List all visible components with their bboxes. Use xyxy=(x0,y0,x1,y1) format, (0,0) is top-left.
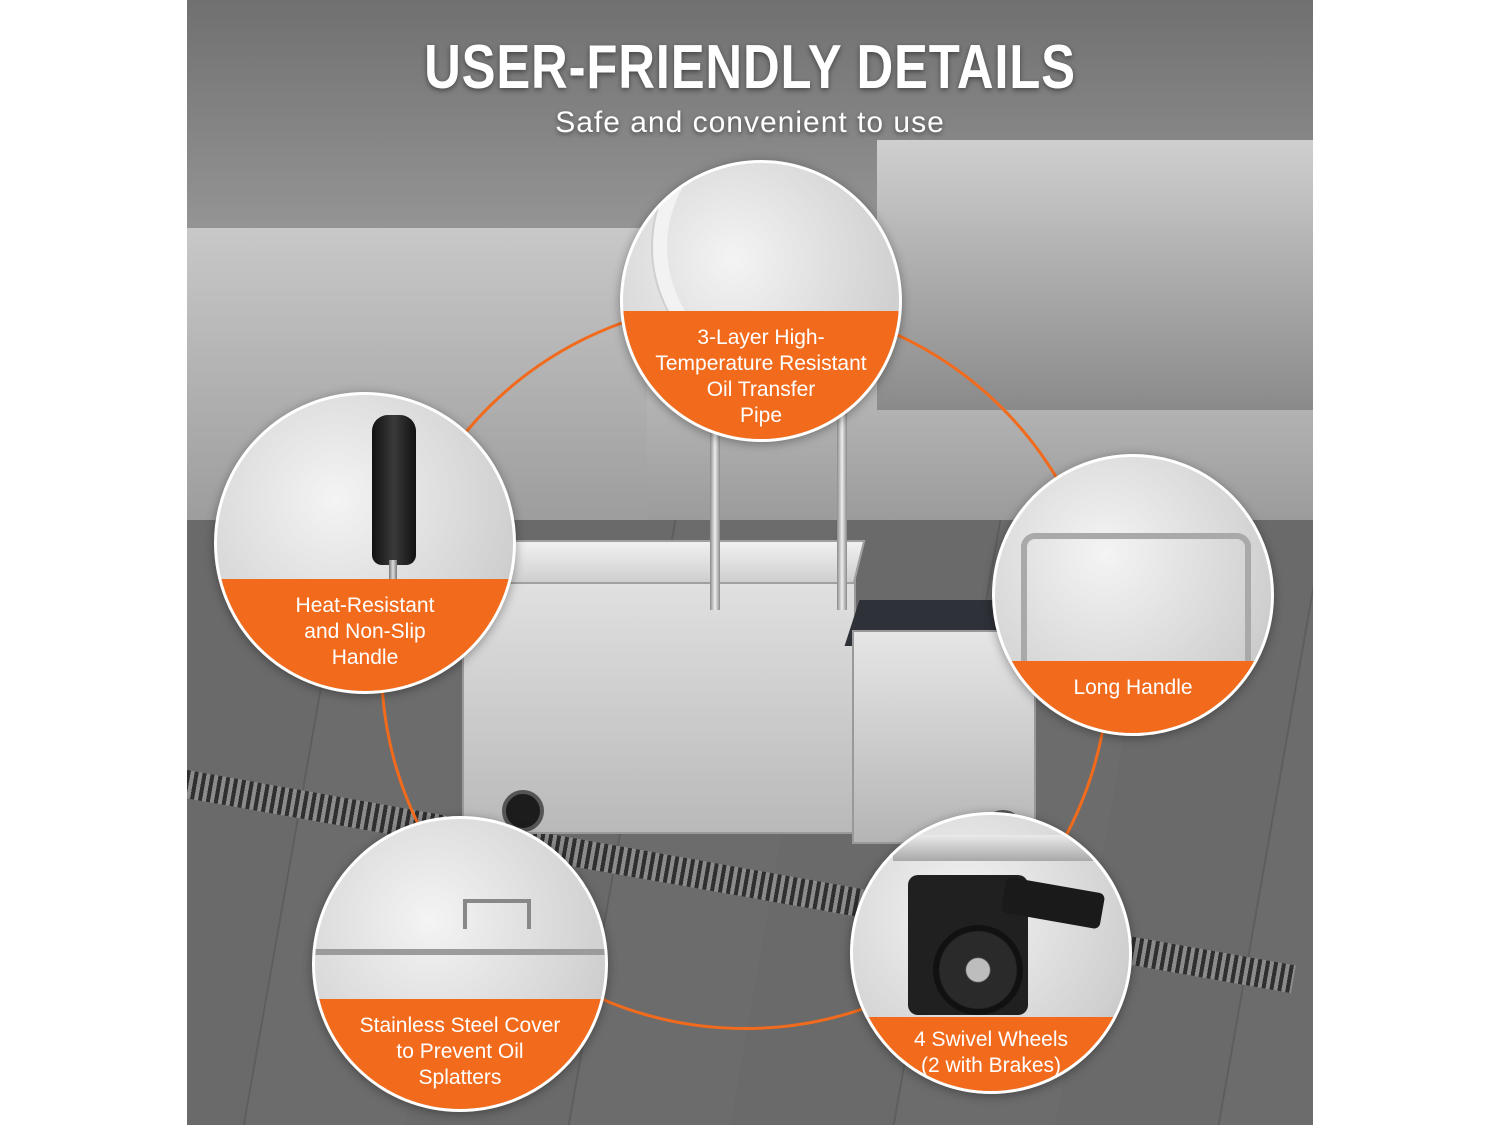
callout-transfer-pipe: 3-Layer High- Temperature Resistant Oil … xyxy=(620,160,902,442)
frame-handle-icon xyxy=(1021,533,1251,719)
page-subtitle: Safe and convenient to use xyxy=(555,106,945,139)
callout-band: Long Handle xyxy=(995,661,1271,733)
callout-label: Long Handle xyxy=(1073,676,1193,699)
caster-plate xyxy=(893,835,1093,861)
lid-edge xyxy=(315,949,605,955)
callout-label: 3-Layer High- Temperature Resistant Oil … xyxy=(655,326,867,427)
callout-steel-cover: Stainless Steel Cover to Prevent Oil Spl… xyxy=(312,816,608,1112)
callout-label: Stainless Steel Cover to Prevent Oil Spl… xyxy=(359,1014,561,1089)
callout-band: 3-Layer High- Temperature Resistant Oil … xyxy=(623,311,899,439)
callout-label: Heat-Resistant and Non-Slip Handle xyxy=(295,594,435,669)
lid-handle-icon xyxy=(463,899,531,929)
callout-long-handle: Long Handle xyxy=(992,454,1274,736)
caster-wheel-icon xyxy=(933,925,1023,1015)
grip-knob-icon xyxy=(372,415,416,565)
callout-grip-handle: Heat-Resistant and Non-Slip Handle xyxy=(214,392,516,694)
callout-label: 4 Swivel Wheels (2 with Brakes) xyxy=(913,1028,1069,1077)
callout-swivel-wheels: 4 Swivel Wheels (2 with Brakes) xyxy=(850,812,1132,1094)
callout-band: 4 Swivel Wheels (2 with Brakes) xyxy=(853,1017,1129,1091)
callout-band: Heat-Resistant and Non-Slip Handle xyxy=(217,579,513,691)
page-title: USER-FRIENDLY DETAILS xyxy=(424,33,1076,102)
callout-band: Stainless Steel Cover to Prevent Oil Spl… xyxy=(315,999,605,1109)
